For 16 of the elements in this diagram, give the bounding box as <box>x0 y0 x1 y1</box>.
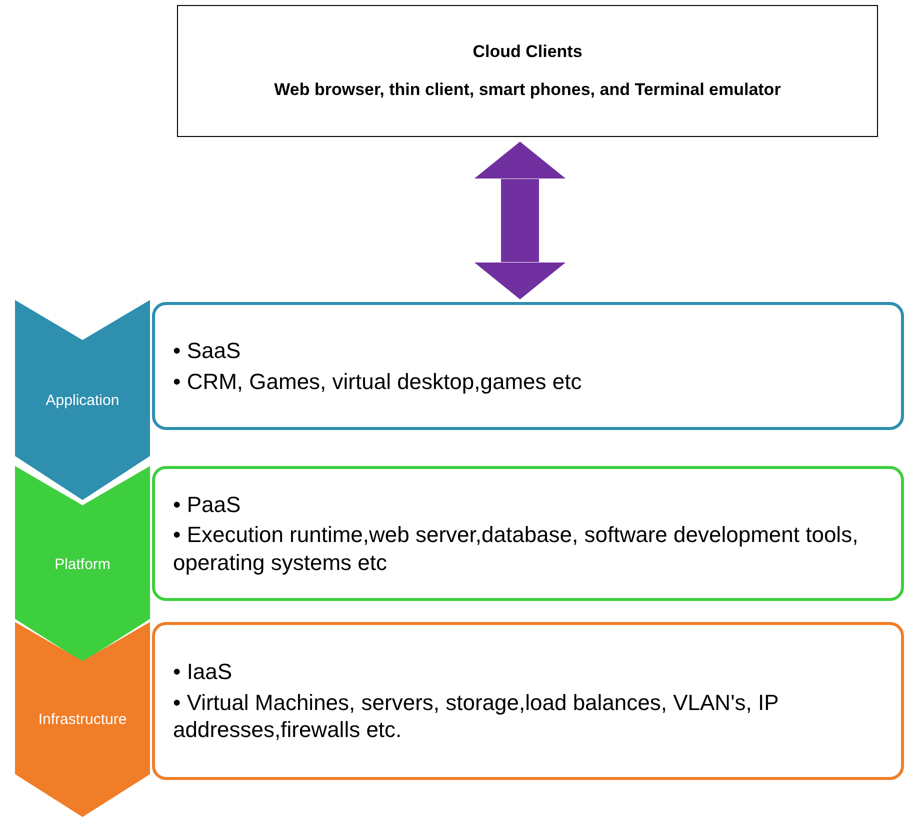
bullet-item: • Execution runtime,web server,database, software development tools, operating systems etc <box>173 521 860 576</box>
layer-label: Infrastructure <box>38 711 127 728</box>
bullet-item: • CRM, Games, virtual desktop,games etc <box>173 368 583 395</box>
bullet-item: • IaaS <box>173 658 234 686</box>
bullet-item: • PaaS <box>173 490 242 518</box>
layer-label: Platform <box>54 556 110 572</box>
box-heading: Cloud Clients <box>472 42 582 62</box>
bullet-item: • SaaS <box>173 337 242 364</box>
layer-label: Application <box>46 392 120 408</box>
double-arrow <box>472 140 568 300</box>
layer-box <box>152 466 904 601</box>
layer-box <box>152 302 904 430</box>
layer-box <box>152 622 904 780</box>
box-text: Web browser, thin client, smart phones, and Terminal emulator <box>274 80 781 100</box>
text-box <box>177 5 878 137</box>
bullet-item: • Virtual Machines, servers, storage,load balances, VLAN's, IP addresses,firewalls etc. <box>173 688 780 744</box>
